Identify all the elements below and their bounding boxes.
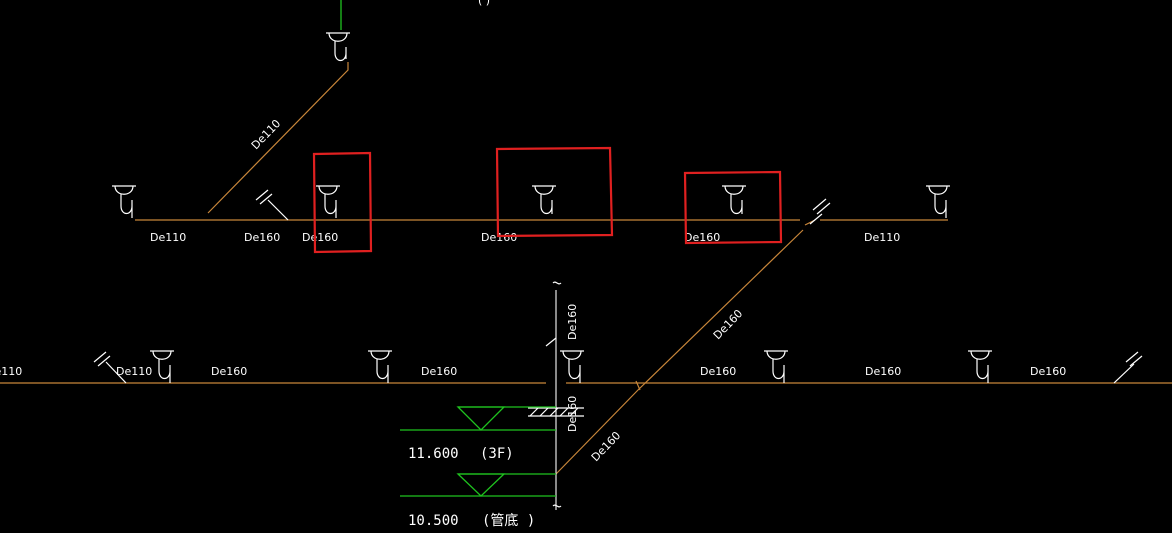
floor-drain-trap-icon — [926, 185, 950, 218]
elevation-triangle-icon — [456, 473, 506, 497]
lower-branch: De110 De110 De160 De160 De160 De160 De16… — [0, 350, 1172, 391]
level-2-note: (管底 ) — [482, 513, 535, 529]
floor-hatch — [528, 407, 584, 417]
level-1-value: 11.600 — [408, 446, 459, 462]
diagonal-pipe-de110 — [207, 62, 349, 214]
floor-drain-trap-icon — [112, 185, 136, 218]
elevation-marks: 11.600 (3F) 10.500 (管底 ) — [400, 406, 556, 529]
floor-drain-trap-icon — [968, 350, 992, 383]
cleanout-icon — [93, 351, 127, 384]
floor-drain-trap-icon — [316, 185, 340, 218]
riser-branch-tick — [545, 337, 557, 347]
label-de160-d: De160 — [684, 231, 720, 244]
highlight-box-1 — [312, 151, 373, 254]
cleanout-icon — [255, 189, 289, 221]
floor-drain-trap-icon — [326, 32, 350, 62]
highlight-box-2 — [495, 146, 614, 238]
label-de110-diag: De110 — [249, 117, 284, 152]
riser-break-bottom — [552, 504, 562, 508]
upper-branch: De110 De110 — [112, 0, 950, 475]
label-de160-lower-d: De160 — [865, 365, 901, 378]
label-de160-a: De160 — [244, 231, 280, 244]
label-de110-left: De110 — [150, 231, 186, 244]
floor-drain-trap-icon — [150, 350, 174, 383]
label-de160-lower-b: De160 — [421, 365, 457, 378]
floor-drain-trap-icon — [560, 350, 584, 383]
floor-drain-trap-icon — [532, 185, 556, 215]
label-de160-lower-a: De160 — [211, 365, 247, 378]
label-de160-diag1: De160 — [711, 307, 746, 342]
top-note: ( ) — [478, 0, 490, 7]
label-de160-lower-e: De160 — [1030, 365, 1066, 378]
floor-drain-trap-icon — [368, 350, 392, 383]
lower-join — [635, 380, 641, 391]
label-de160-b: De160 — [302, 231, 338, 244]
label-de110-right: De110 — [864, 231, 900, 244]
diagonal-pipe-de160 — [555, 229, 804, 475]
label-de160-riser-top: De160 — [566, 304, 579, 340]
cleanout-icon — [1113, 351, 1143, 384]
highlight-boxes — [312, 146, 783, 254]
floor-drain-trap-icon — [764, 350, 788, 383]
floor-drain-trap-icon — [722, 185, 746, 215]
level-2-value: 10.500 — [408, 513, 459, 529]
riser-break-top — [552, 281, 562, 285]
elevation-triangle-icon — [456, 406, 506, 431]
highlight-box-3 — [683, 170, 783, 245]
level-1-note: (3F) — [480, 446, 514, 462]
label-de110-lower: De110 — [116, 365, 152, 378]
cleanout-icon — [809, 198, 831, 225]
label-de160-lower-c: De160 — [700, 365, 736, 378]
central-riser: De160 De160 — [528, 281, 584, 510]
label-de110-lower-left: De110 — [0, 365, 22, 378]
label-de160-c: De160 — [481, 231, 517, 244]
